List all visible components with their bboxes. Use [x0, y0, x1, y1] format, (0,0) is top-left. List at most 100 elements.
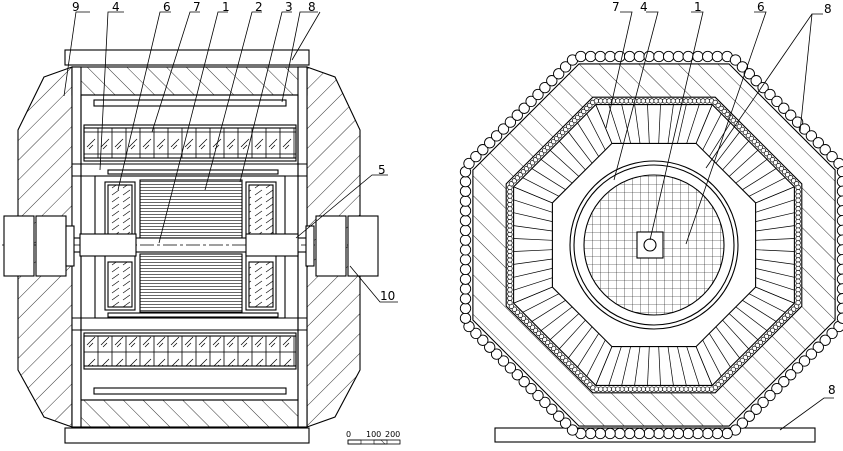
radial-segment-line: [568, 326, 593, 359]
coil-bead: [795, 184, 801, 191]
radial-segment-line: [531, 300, 566, 322]
coil-bead: [672, 427, 685, 440]
coil-bead: [507, 189, 513, 195]
coil-bead: [836, 293, 843, 305]
coil-bead: [795, 299, 801, 306]
coil-bead: [700, 98, 706, 104]
radial-segment-line: [513, 249, 553, 252]
coil-bead: [644, 386, 651, 392]
label-10: 10: [380, 289, 395, 303]
radial-segments: [513, 104, 795, 386]
coil-bead: [553, 410, 565, 422]
coil-bead: [477, 144, 489, 156]
coil-bead: [636, 386, 642, 392]
coil-bead: [649, 386, 655, 392]
radial-segment-line: [715, 326, 740, 359]
coil-bead: [791, 116, 804, 128]
coil-bead: [702, 50, 714, 63]
coil-bead: [604, 50, 616, 63]
coil-bead: [836, 234, 843, 246]
coil-bead: [632, 386, 638, 392]
radial-segment-line: [634, 346, 641, 386]
coil-bead: [778, 376, 790, 388]
right-cross-section-view: [459, 50, 843, 443]
coil-bead: [459, 234, 472, 246]
radial-segment-line: [621, 346, 631, 386]
radial-segment-line: [647, 346, 650, 386]
coil-bead: [711, 427, 724, 440]
coil-bead: [484, 341, 496, 353]
label-5: 5: [378, 163, 386, 177]
coil-bead: [470, 327, 482, 340]
coil-bead: [763, 150, 770, 157]
label-6: 6: [163, 0, 171, 14]
coil-bead: [507, 295, 513, 301]
coil-bead: [750, 403, 762, 415]
central-cylinder-upper: [139, 179, 243, 239]
coil-bead: [623, 427, 636, 440]
radial-segment-line: [513, 277, 553, 291]
coil-bead: [584, 50, 597, 63]
coil-bead: [778, 102, 790, 114]
coil-bead: [614, 427, 626, 440]
coil-bead: [553, 68, 565, 80]
radial-segment-line: [586, 113, 606, 151]
right-outer-cylinder: [315, 215, 347, 277]
coil-bead: [805, 130, 818, 142]
coil-bead: [711, 50, 724, 63]
bottom-plate: [64, 427, 310, 444]
coil-bead: [743, 410, 755, 422]
coil-bead: [795, 282, 801, 289]
coil-bead: [619, 98, 625, 104]
top-yoke: [71, 66, 308, 96]
coil-bead: [721, 427, 733, 440]
coil-bead: [757, 81, 769, 94]
coil-bead: [672, 50, 685, 63]
coil-bead: [742, 129, 749, 136]
coil-bead: [539, 81, 551, 94]
label-8: 8: [308, 0, 316, 14]
coil-bead: [511, 109, 523, 121]
coil-bead: [687, 98, 693, 104]
coil-bead: [766, 330, 773, 336]
coil-bead: [507, 282, 513, 289]
coil-bead: [559, 417, 572, 429]
radial-segment-line: [755, 277, 795, 291]
coil-bead: [477, 334, 489, 346]
coil-bead: [463, 157, 475, 170]
radial-segment-line: [677, 346, 687, 386]
coil-bead: [507, 287, 513, 293]
coil-bead: [757, 396, 769, 409]
coil-bead: [739, 126, 745, 133]
coil-bead: [682, 427, 694, 440]
coil-bead: [692, 427, 704, 440]
coil-bead: [532, 389, 544, 402]
coil-bead: [507, 235, 513, 242]
coil-bead: [459, 302, 472, 315]
scale-label-100: 100: [366, 430, 381, 439]
radial-segment-line: [728, 313, 759, 340]
radial-segment-line: [686, 346, 700, 386]
radial-segment-line: [608, 346, 622, 386]
coil-bead: [708, 386, 715, 392]
radial-segment-line: [647, 104, 650, 144]
bottom-yoke: [71, 399, 308, 428]
radial-segment-line: [658, 104, 661, 144]
label-r4: 4: [640, 0, 648, 14]
label-4: 4: [112, 0, 120, 14]
coil-bead: [507, 223, 513, 229]
coil-bead: [602, 386, 608, 392]
label-r6: 6: [757, 0, 765, 14]
radial-segment-line: [621, 104, 631, 144]
inner-bead-ring: [507, 98, 801, 392]
coil-bead: [795, 270, 801, 276]
radial-segment-line: [531, 168, 566, 190]
coil-bead: [704, 386, 710, 392]
coil-bead: [657, 386, 664, 392]
coil-bead: [795, 231, 801, 237]
coil-bead: [614, 50, 626, 63]
coil-bead: [633, 427, 646, 440]
coil-bead: [795, 291, 801, 297]
coil-bead: [615, 386, 621, 392]
coil-bead: [594, 427, 606, 440]
